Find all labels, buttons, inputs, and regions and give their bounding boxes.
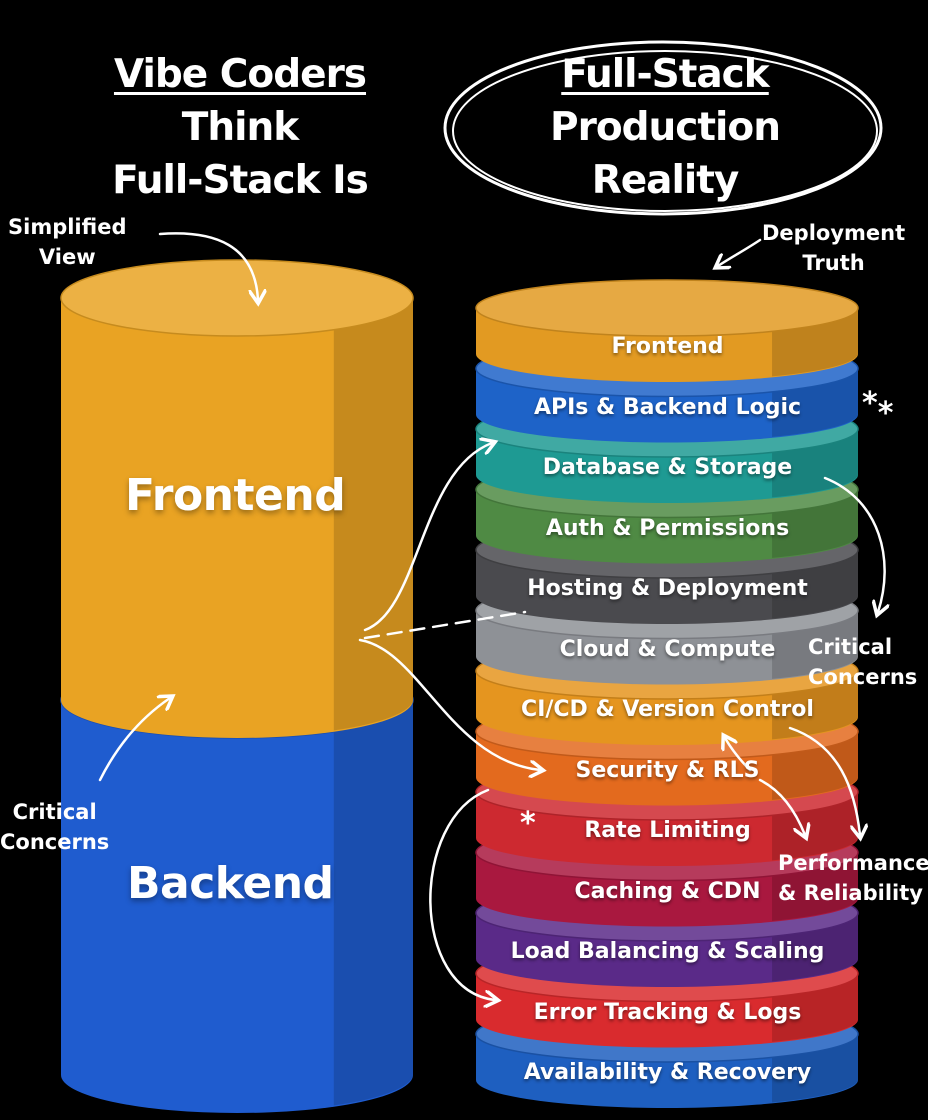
right-title-line1: Full-Stack: [561, 52, 770, 97]
production-layer-label-5: Cloud & Compute: [559, 636, 776, 662]
reality-circle: [443, 40, 883, 216]
arrow-database-to-critical: [823, 476, 885, 612]
production-layer-label-0: Frontend: [611, 334, 724, 359]
production-layer-8: [475, 763, 859, 866]
arrow-critical-left: [98, 698, 170, 782]
simplified-backend-cylinder-body: [61, 700, 413, 1113]
arrow-frontend-to-security: [358, 638, 540, 770]
dashed-frontend-to-hosting: [363, 610, 527, 640]
right-title-line2: Production: [550, 105, 781, 150]
right-title: Full-Stack Production Reality: [480, 48, 850, 207]
note-critical-concerns-left: Critical Concerns: [0, 800, 110, 854]
production-layer-label-4: Hosting & Deployment: [527, 576, 808, 601]
reality-circle-second-stroke: [452, 50, 878, 212]
single-asterisk-marker: *: [520, 806, 536, 841]
production-layer-label-1: APIs & Backend Logic: [533, 394, 802, 420]
right-title-line3: Reality: [591, 158, 740, 203]
production-layer-label-6: CI/CD & Version Control: [521, 697, 814, 722]
simplified-frontend-cylinder-top: [60, 259, 414, 337]
production-layer-label-2: Database & Storage: [542, 455, 793, 480]
arrow-rate-limiting-to-errors: [429, 788, 495, 1000]
production-layer-0: [475, 279, 859, 382]
left-title-line2: Think: [181, 105, 299, 150]
production-layer-label-11: Error Tracking & Logs: [533, 999, 802, 1025]
arrow-cicd-to-performance: [788, 726, 860, 835]
simplified-stack: [60, 259, 414, 1113]
arrow-simplified-view: [158, 232, 258, 300]
production-layer-label-7: Security & RLS: [575, 757, 760, 783]
production-layer-label-8: Rate Limiting: [584, 818, 751, 843]
arrow-deployment-truth: [718, 238, 762, 266]
note-simplified-view: Simplified View: [8, 215, 127, 269]
simplified-backend-label: Backend: [127, 858, 334, 909]
production-layer-0-top: [475, 279, 859, 337]
production-layer-label-3: Auth & Permissions: [545, 515, 790, 541]
left-title: Vibe Coders Think Full-Stack Is: [75, 48, 405, 207]
note-deployment-truth: Deployment Truth: [762, 221, 906, 275]
arrow-security-to-cicd: [725, 738, 752, 772]
double-asterisk-marker: **: [862, 386, 894, 431]
simplified-frontend-cylinder: [60, 259, 414, 738]
simplified-frontend-cylinder-shade: [333, 298, 413, 731]
simplified-backend-cylinder-shade: [333, 700, 413, 1106]
production-layer-label-10: Load Balancing & Scaling: [510, 939, 825, 964]
production-layer-label-9: Caching & CDN: [574, 878, 761, 904]
arrow-frontend-to-database: [363, 443, 492, 632]
simplified-frontend-label: Frontend: [125, 470, 346, 521]
left-title-line1: Vibe Coders: [113, 52, 367, 97]
left-title-line3: Full-Stack Is: [112, 158, 369, 203]
note-critical-concerns-right: Critical Concerns: [808, 635, 918, 689]
production-layer-label-12: Availability & Recovery: [523, 1060, 812, 1085]
simplified-frontend-cylinder-body: [61, 298, 413, 738]
note-performance-reliability: Performance & Reliability: [778, 851, 928, 905]
production-stack: [475, 279, 859, 1108]
arrow-security-to-performance: [758, 778, 805, 835]
